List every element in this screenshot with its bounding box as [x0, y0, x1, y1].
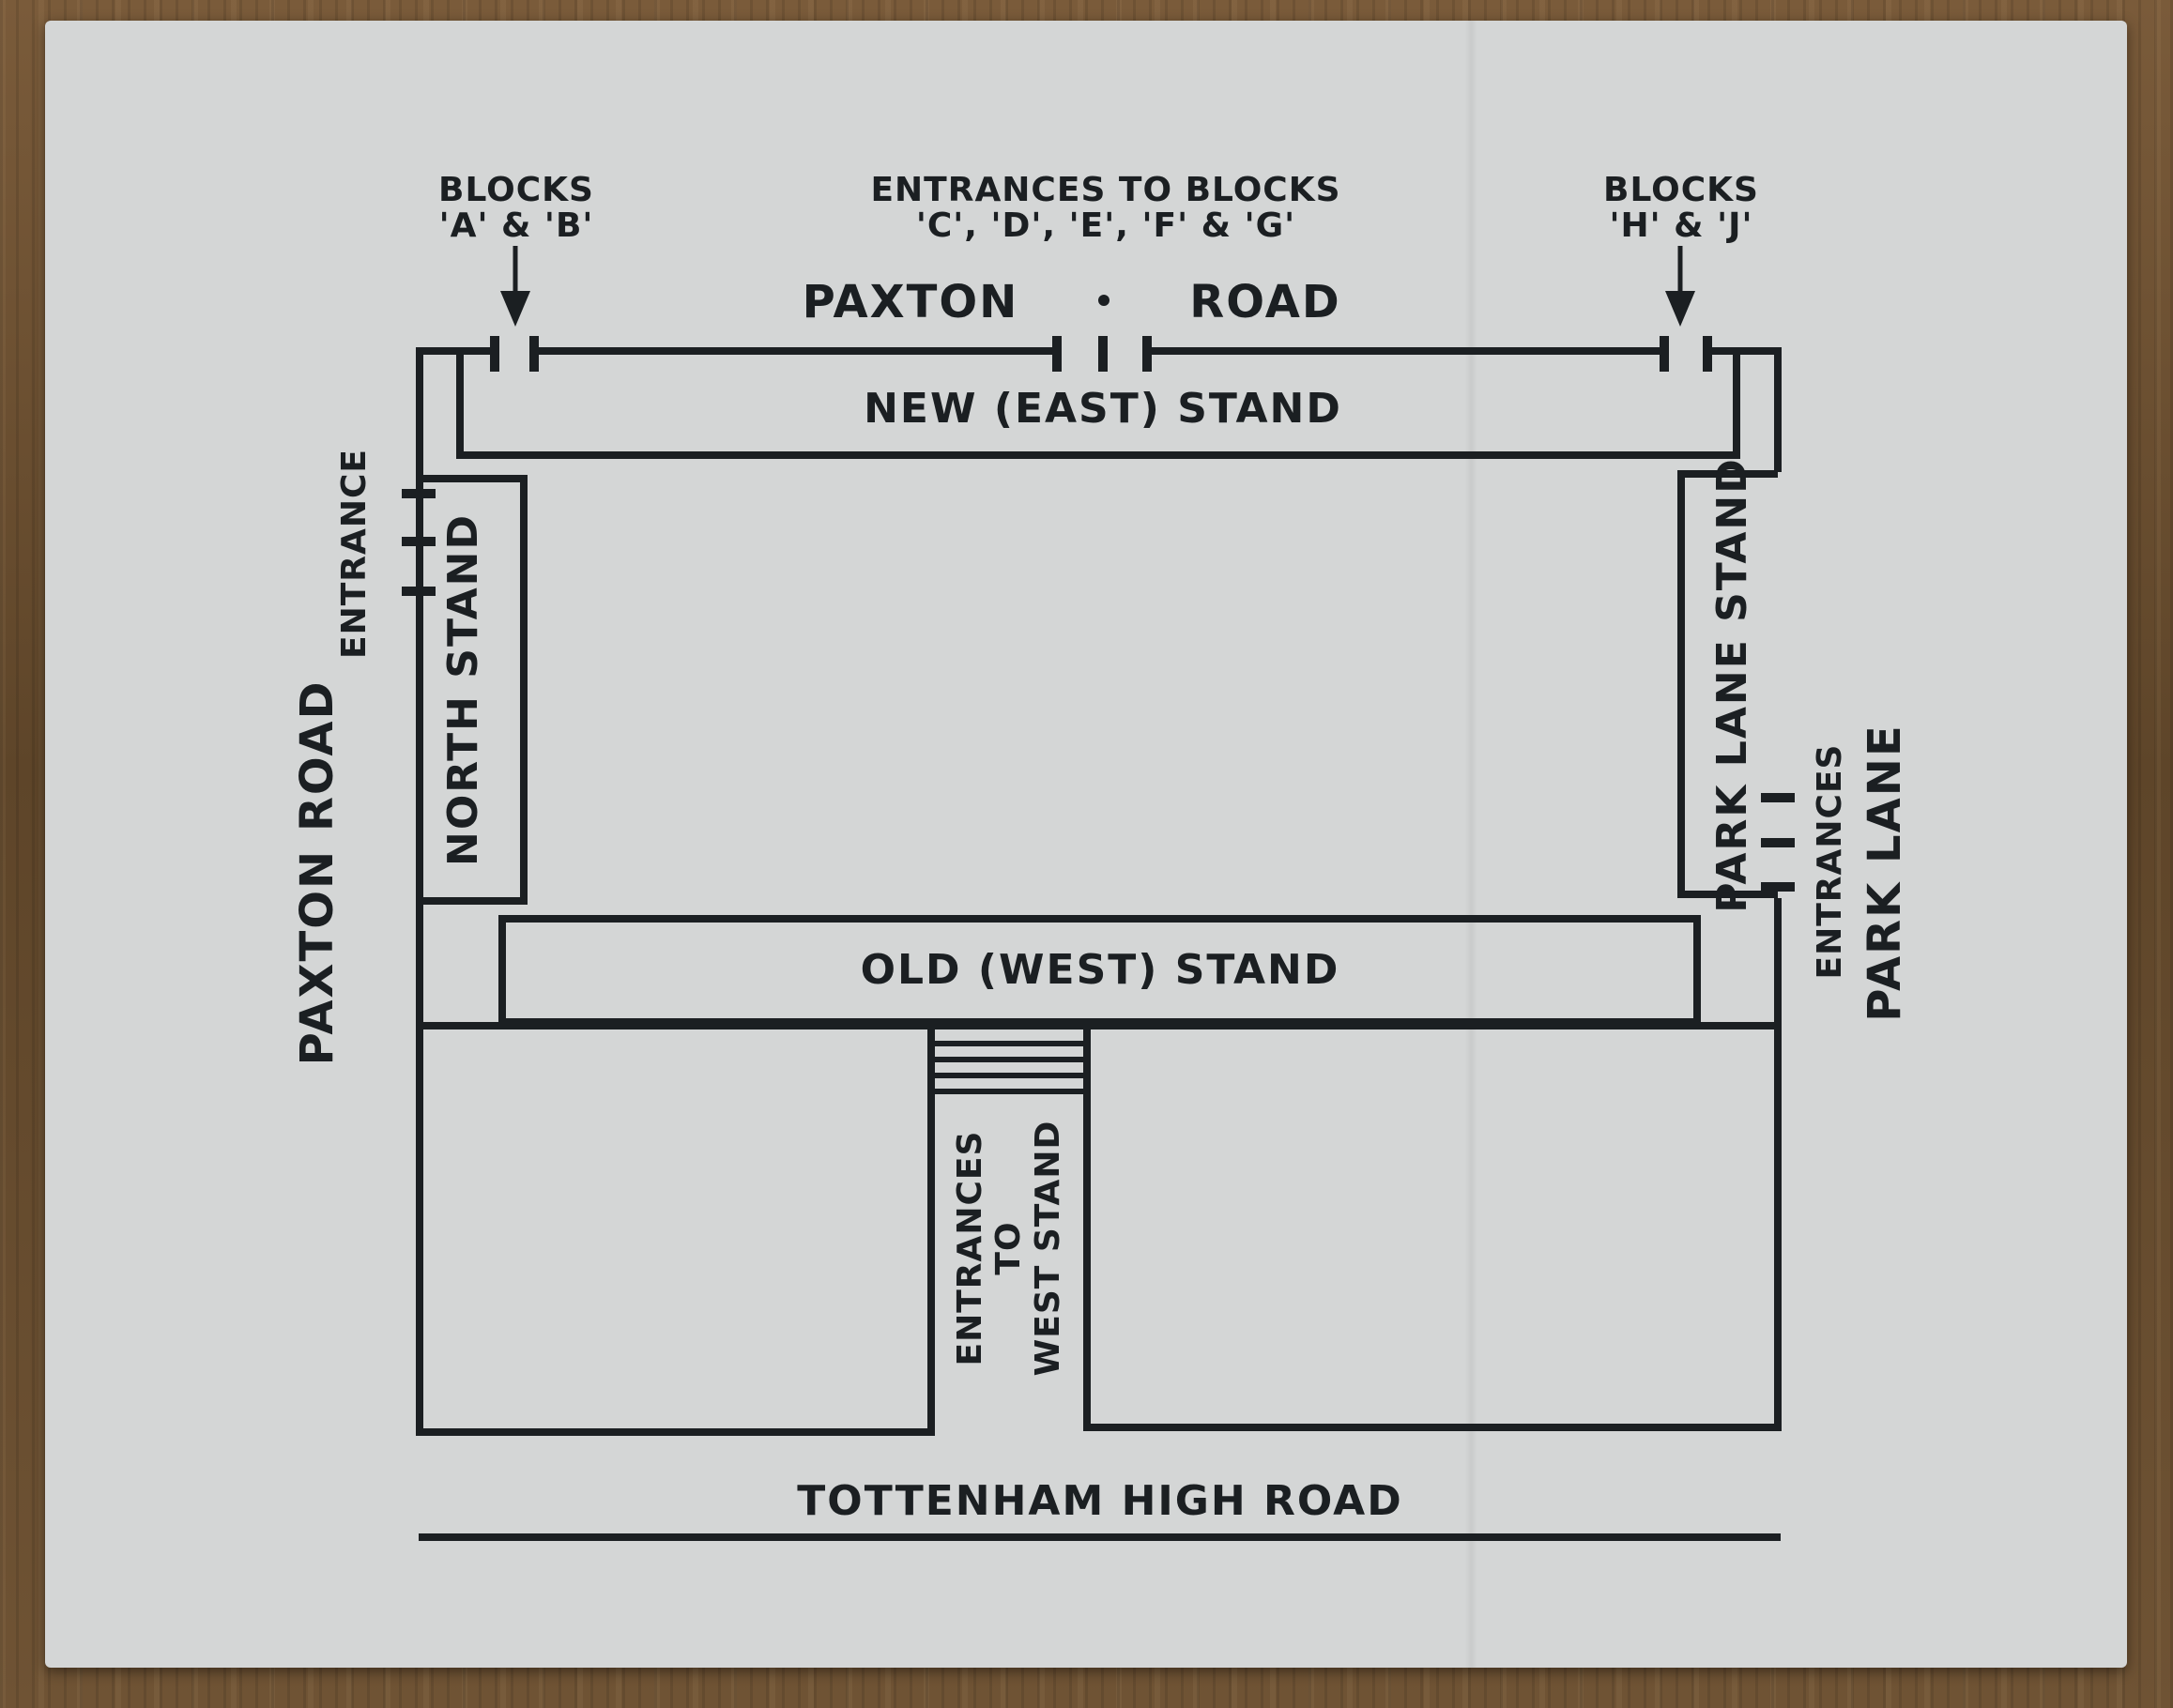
entrances-blocks-line1: ENTRANCES TO BLOCKS — [870, 171, 1341, 210]
gate-mark-h2 — [1703, 336, 1712, 372]
gate-mark-right-1 — [1761, 793, 1795, 802]
paxton-label: PAXTON — [802, 275, 1019, 328]
lower-left-block — [416, 1026, 935, 1436]
entrance-left-label: ENTRANCE — [335, 449, 375, 659]
gate-mark-a1 — [490, 336, 499, 372]
park-lane-label: PARK LANE — [1858, 724, 1911, 1022]
gate-mark-a2 — [529, 336, 539, 372]
entrances-west-line3: WEST STAND — [1028, 1120, 1067, 1377]
entrances-blocks-line2: 'C', 'D', 'E', 'F' & 'G' — [915, 206, 1296, 245]
entrances-right-label: ENTRANCES — [1811, 743, 1850, 980]
park-lane-stand-label: PARK LANE STAND — [1707, 457, 1756, 913]
gate-mark-left-2 — [402, 537, 436, 546]
blocks-ab-line1: BLOCKS — [438, 171, 594, 210]
entrances-west-line2: TO — [989, 1221, 1029, 1275]
new-east-stand-label: NEW (EAST) STAND — [864, 384, 1342, 433]
paxton-road-side-label: PAXTON ROAD — [290, 679, 344, 1066]
entrances-west-line1: ENTRANCES — [950, 1130, 989, 1366]
gate-mark-c3 — [1142, 336, 1152, 372]
gate-mark-c2 — [1098, 336, 1108, 372]
west-stand-steps — [931, 1041, 1087, 1094]
gate-mark-left-3 — [402, 587, 436, 596]
arrow-blocks-hj — [1665, 246, 1695, 327]
park-lane-stand-outline — [1677, 470, 1778, 898]
entrances-blocks-label: ENTRANCES TO BLOCKS 'C', 'D', 'E', 'F' &… — [870, 173, 1340, 244]
gate-mark-left-1 — [402, 489, 436, 498]
lower-right-block — [1083, 1026, 1782, 1431]
blocks-hj-label: BLOCKS 'H' & 'J' — [1603, 173, 1759, 244]
blocks-hj-line2: 'H' & 'J' — [1609, 206, 1753, 245]
gate-mark-h1 — [1660, 336, 1669, 372]
blocks-ab-line2: 'A' & 'B' — [438, 206, 594, 245]
tottenham-high-road-label: TOTTENHAM HIGH ROAD — [797, 1476, 1403, 1525]
road-label: ROAD — [1189, 275, 1341, 328]
separator-dot — [1098, 295, 1109, 306]
gate-mark-right-3 — [1761, 882, 1795, 892]
east-stand-outline — [456, 355, 1740, 459]
gate-mark-right-2 — [1761, 838, 1795, 847]
north-stand-outline — [416, 475, 528, 905]
gate-mark-c1 — [1052, 336, 1062, 372]
entrances-west-label: ENTRANCES TO WEST STAND — [951, 1121, 1067, 1377]
blocks-ab-label: BLOCKS 'A' & 'B' — [438, 173, 594, 244]
north-stand-label: NORTH STAND — [438, 513, 487, 866]
arrow-blocks-ab — [500, 246, 530, 327]
old-west-stand-label: OLD (WEST) STAND — [860, 945, 1340, 994]
blocks-hj-line1: BLOCKS — [1603, 171, 1759, 210]
